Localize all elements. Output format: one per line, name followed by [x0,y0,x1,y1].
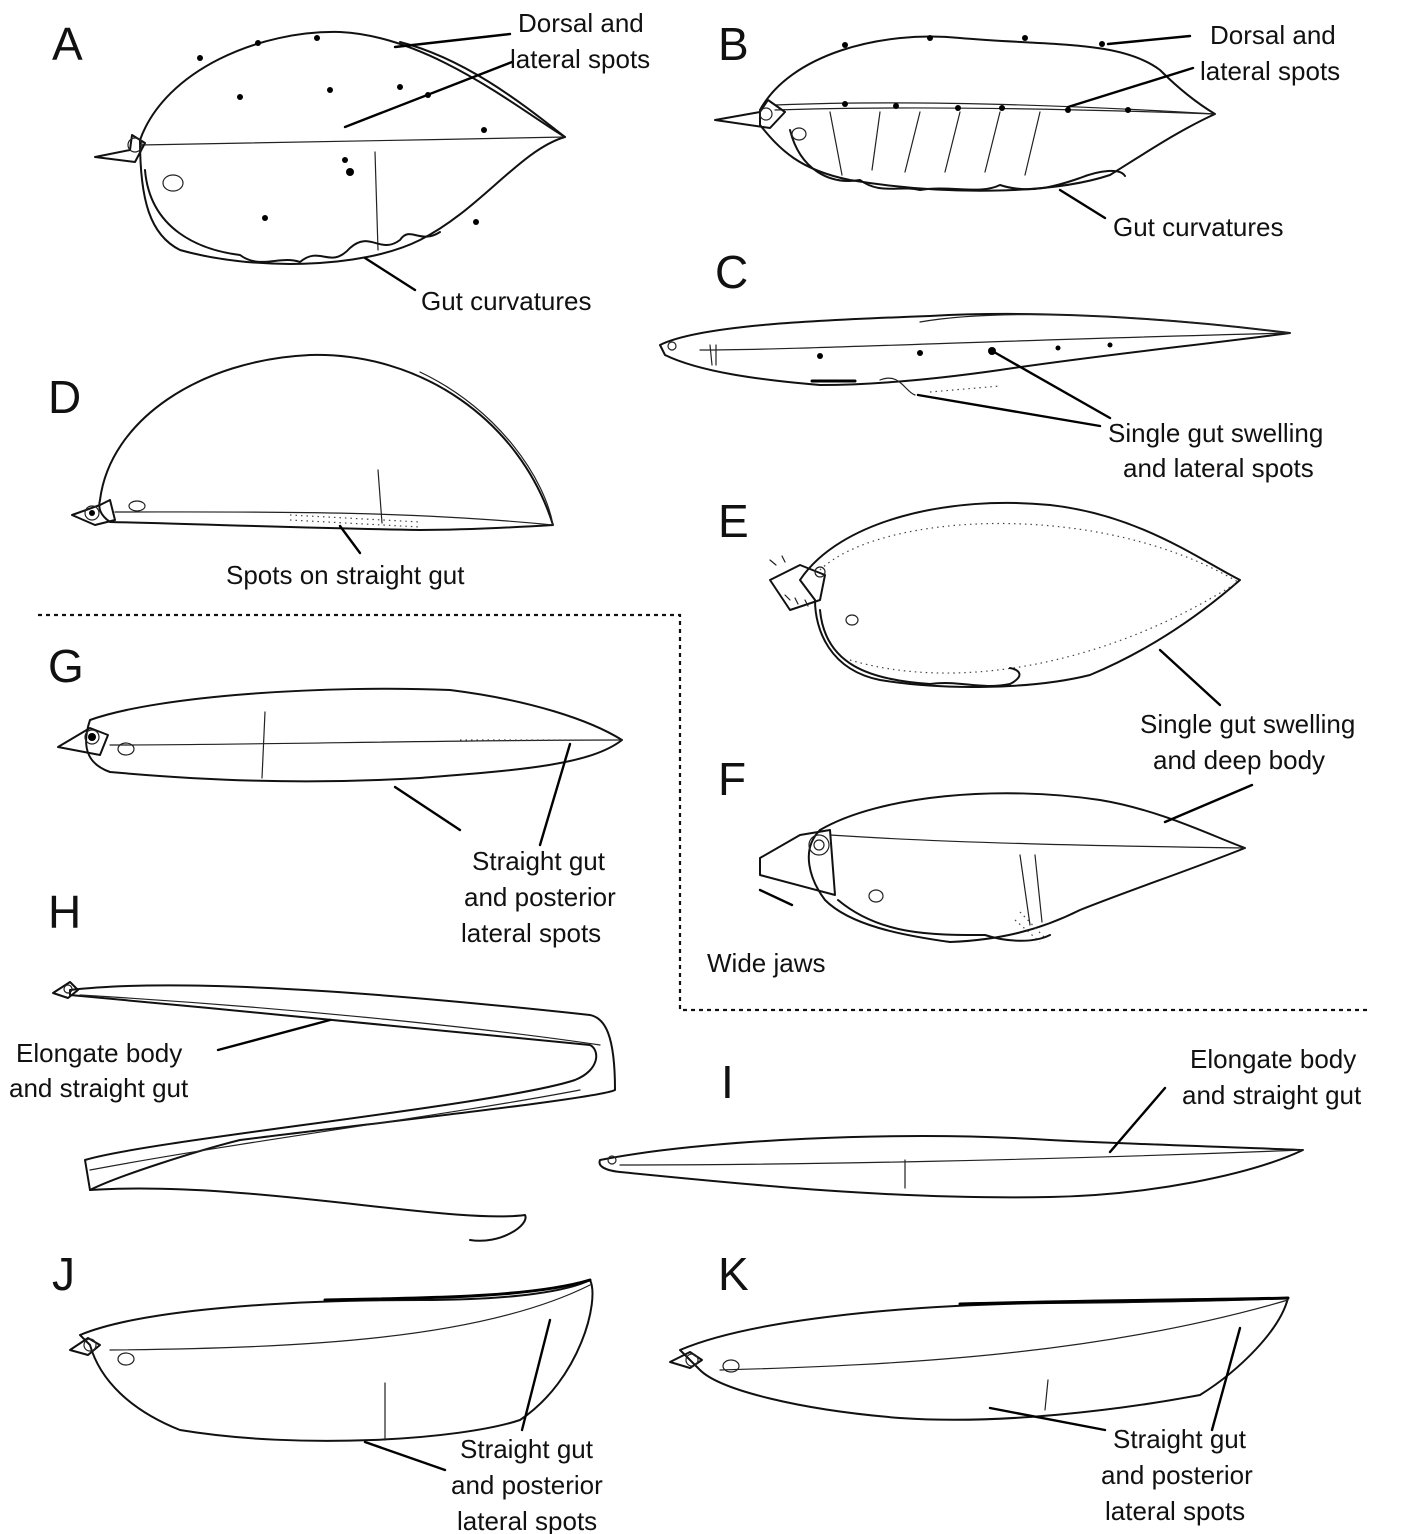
larva-d-body [99,355,553,530]
leader-a-spots-2 [345,62,512,127]
caption-b-gut: Gut curvatures [1113,212,1284,242]
leader-d [340,526,360,553]
panel-i: I Elongate body and straight gut [600,1044,1362,1197]
caption-i-1: Elongate body [1190,1044,1356,1074]
panel-d: D Spots on straight gut [48,355,553,590]
panel-letter-b: B [718,18,749,70]
leader-a-gut [365,258,415,290]
leader-h [218,1020,330,1050]
panel-f: F Wide jaws [707,753,1252,978]
panel-letter-e: E [718,495,749,547]
panel-b: B Dorsal and lateral spots Gut curvature… [715,18,1340,242]
caption-c-1: Single gut swelling [1108,418,1323,448]
caption-a-spots-1: Dorsal and [518,8,644,38]
leader-g-gut [395,787,460,830]
caption-e-2: and deep body [1153,745,1325,775]
leader-e [1160,650,1220,705]
panel-c: C Single gut swelling and lateral spots [660,246,1323,483]
leader-f-jaws [760,890,792,905]
caption-g-1: Straight gut [472,846,606,876]
caption-g-3: lateral spots [461,918,601,948]
caption-b-spots-2: lateral spots [1200,56,1340,86]
larva-k-body [680,1298,1288,1420]
leader-j-gut [365,1442,445,1470]
panel-letter-g: G [48,640,84,692]
panel-letter-h: H [48,886,81,938]
caption-k-2: and posterior [1101,1460,1253,1490]
larva-j-body [80,1280,592,1441]
panel-j: J Straight gut and posterior lateral spo… [52,1248,603,1534]
caption-k-1: Straight gut [1113,1424,1247,1454]
leader-j-spots [522,1320,550,1430]
leader-i [1110,1088,1165,1152]
group-divider [38,615,1370,1010]
panel-letter-f: F [718,753,746,805]
larva-e-body [800,503,1240,687]
caption-a-gut: Gut curvatures [421,286,592,316]
leader-b-gut [1060,190,1105,218]
caption-d: Spots on straight gut [226,560,465,590]
panel-letter-a: A [52,18,83,70]
panel-letter-d: D [48,371,81,423]
leader-b-spots-1 [1108,36,1190,44]
caption-j-1: Straight gut [460,1434,594,1464]
caption-f: Wide jaws [707,948,825,978]
caption-h-2: and straight gut [9,1073,189,1103]
caption-i-2: and straight gut [1182,1080,1362,1110]
leader-a-spots-1 [395,34,510,47]
panel-letter-i: I [721,1056,734,1108]
leader-b-spots-2 [1068,68,1193,107]
panel-letter-j: J [52,1248,75,1300]
caption-j-2: and posterior [451,1470,603,1500]
caption-b-spots-1: Dorsal and [1210,20,1336,50]
caption-a-spots-2: lateral spots [510,44,650,74]
leader-k-spots [1212,1328,1240,1430]
larva-b-body [760,37,1215,191]
larva-g-body [86,689,622,782]
leader-c-2 [918,395,1100,426]
leader-f-body [1165,785,1252,822]
larva-i-body [600,1136,1303,1197]
panel-k: K Straight gut and posterior lateral spo… [670,1248,1288,1526]
panel-letter-c: C [715,246,748,298]
caption-c-2: and lateral spots [1123,453,1314,483]
caption-j-3: lateral spots [457,1506,597,1534]
caption-e-1: Single gut swelling [1140,709,1355,739]
panel-g: G Straight gut and posterior lateral spo… [48,640,622,948]
caption-h-1: Elongate body [16,1038,182,1068]
panel-a: A Dorsal and lateral spots Gut curvature… [52,8,650,316]
caption-g-2: and posterior [464,882,616,912]
panel-letter-k: K [718,1248,749,1300]
leader-g-spots [540,744,570,845]
caption-k-3: lateral spots [1105,1496,1245,1526]
panel-e: E Single gut swelling and deep body [718,495,1355,775]
